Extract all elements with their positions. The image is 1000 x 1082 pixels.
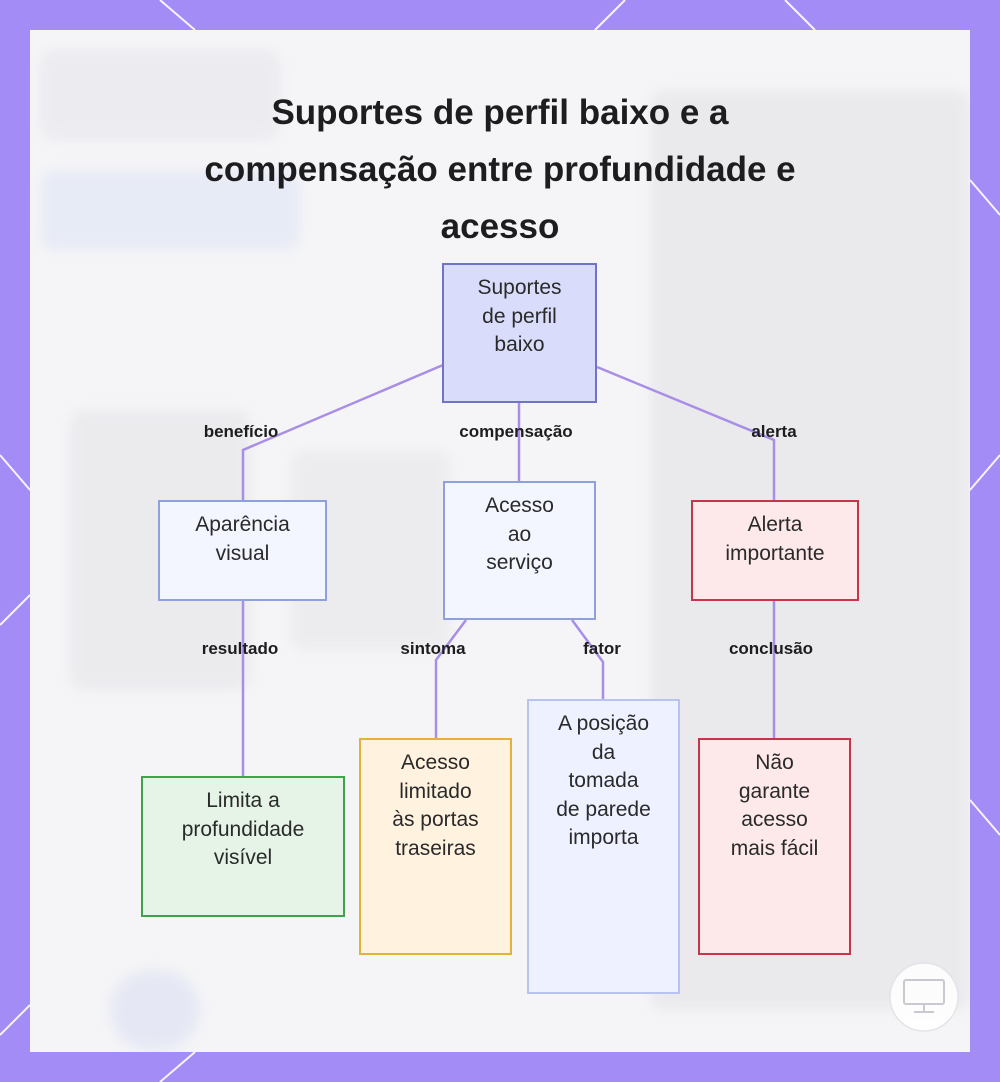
title-line: compensação entre profundidade e xyxy=(204,150,796,189)
edge-label-warning: alerta xyxy=(751,422,797,441)
node-text: Alerta xyxy=(747,513,803,536)
node-root: Suportes de perfil baixo xyxy=(442,263,597,403)
node-access: Acesso ao serviço xyxy=(443,481,596,620)
node-text: limitado xyxy=(399,779,472,803)
node-text: Aparência xyxy=(195,513,290,536)
edge-label-symptom: sintoma xyxy=(400,639,466,658)
edge-factor xyxy=(570,619,605,699)
node-text: Suportes xyxy=(477,276,562,299)
node-text: Acesso xyxy=(401,751,470,774)
node-text: Acesso xyxy=(485,494,554,517)
edge-label-tradeoff: compensação xyxy=(459,422,573,441)
edge-label-result: resultado xyxy=(201,639,279,658)
node-outlet-position: A posição da tomada de parede importa xyxy=(527,699,680,994)
node-text: Limita a xyxy=(206,789,280,812)
node-text: de perfil xyxy=(482,304,557,328)
title-line: Suportes de perfil baixo e a xyxy=(271,93,729,132)
node-appearance: Aparência visual xyxy=(158,500,327,601)
node-text: traseiras xyxy=(395,836,476,860)
node-text: tomada xyxy=(568,769,639,792)
node-text: visual xyxy=(215,541,270,565)
node-text: visível xyxy=(213,846,273,869)
node-text: garante xyxy=(738,779,811,803)
node-text: baixo xyxy=(494,333,545,356)
edge-symptom xyxy=(434,619,467,738)
node-alert: Alerta importante xyxy=(691,500,859,601)
node-text: da xyxy=(591,740,616,764)
brand-logo-icon xyxy=(889,962,959,1032)
edge-label-conclusion: conclusão xyxy=(728,639,814,658)
diagram-title: Suportes de perfil baixo e a compensação… xyxy=(0,84,1000,255)
node-text: A posição xyxy=(557,712,650,735)
node-text: ao xyxy=(507,522,532,546)
node-text: importante xyxy=(725,541,825,565)
node-limits-depth: Limita a profundidade visível xyxy=(141,776,345,917)
node-text: profundidade xyxy=(181,817,305,841)
edge-label-benefit: benefício xyxy=(203,422,279,441)
node-text: importa xyxy=(568,826,639,849)
node-limited-access: Acesso limitado às portas traseiras xyxy=(359,738,512,955)
node-text: serviço xyxy=(486,551,553,574)
node-text: de parede xyxy=(556,797,651,821)
node-text: Não xyxy=(755,751,794,774)
node-text: acesso xyxy=(741,808,808,831)
node-text: mais fácil xyxy=(730,836,819,860)
edge-benefit xyxy=(241,363,444,500)
node-text: às portas xyxy=(392,808,479,831)
edge-label-factor: fator xyxy=(583,639,621,658)
edge-warning xyxy=(596,365,776,500)
node-no-guarantee: Não garante acesso mais fácil xyxy=(698,738,851,955)
title-line: acesso xyxy=(440,207,560,246)
